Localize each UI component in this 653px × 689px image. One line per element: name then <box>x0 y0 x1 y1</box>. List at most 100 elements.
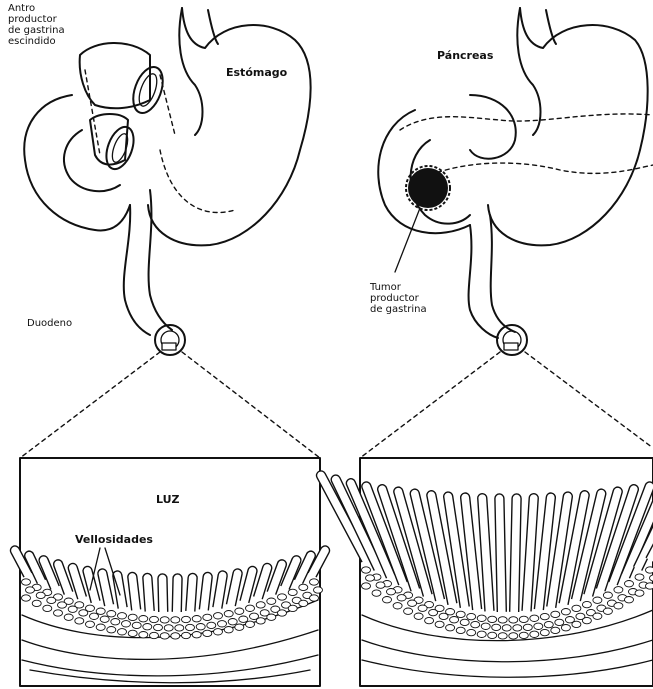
crypt-cell <box>150 632 159 638</box>
crypt-cell <box>635 574 644 580</box>
crypt-cell <box>218 621 227 627</box>
crypt-cell <box>192 632 201 638</box>
crypt-cell <box>228 619 237 625</box>
crypt-cell <box>540 629 549 635</box>
crypt-cell <box>582 617 591 623</box>
crypt-cell <box>393 603 402 609</box>
crypt-cell <box>214 629 223 635</box>
crypt-cell <box>481 623 490 629</box>
crypt-cell <box>498 633 507 639</box>
crypt-cell <box>372 590 381 596</box>
crypt-cell <box>314 587 323 593</box>
crypt-cell <box>267 598 276 604</box>
crypt-cell <box>530 631 539 637</box>
crypt-cell <box>435 621 444 627</box>
crypt-cell <box>593 613 602 619</box>
crypt-cell <box>36 592 45 598</box>
crypt-cell <box>186 624 195 630</box>
label-estomago: Estómago <box>226 67 287 78</box>
label-pancreas: Páncreas <box>437 50 493 61</box>
crypt-cell <box>207 622 216 628</box>
crypt-cell <box>68 606 77 612</box>
crypt-cell <box>646 583 653 589</box>
crypt-cell <box>299 584 308 590</box>
crypt-cell <box>154 624 163 630</box>
label-tumor-line3: de gastrina <box>370 304 427 315</box>
crypt-cell <box>502 625 511 631</box>
crypt-cell <box>530 615 539 621</box>
crypt-cell <box>79 610 88 616</box>
crypt-cell <box>387 589 396 595</box>
crypt-cell <box>456 627 465 633</box>
crypt-cell <box>90 613 99 619</box>
crypt-cell <box>488 616 497 622</box>
crypt-cell <box>471 621 480 627</box>
crypt-cell <box>509 617 518 623</box>
crypt-cell <box>650 575 653 581</box>
crypt-cell <box>519 616 528 622</box>
crypt-cell <box>246 605 255 611</box>
crypt-cell <box>96 624 105 630</box>
crypt-cell <box>26 587 35 593</box>
crypt-cell <box>446 625 455 631</box>
crypt-cell <box>561 625 570 631</box>
crypt-cell <box>132 622 141 628</box>
crypt-cell <box>224 611 233 617</box>
crypt-cell <box>460 619 469 625</box>
crypt-cell <box>376 582 385 588</box>
crypt-cell <box>408 600 417 606</box>
crypt-cell <box>593 597 602 603</box>
crypt-cell <box>288 605 297 611</box>
crypt-cell <box>288 589 297 595</box>
crypt-cell <box>519 632 528 638</box>
label-tumor-line2: productor <box>370 293 419 304</box>
crypt-cell <box>171 617 180 623</box>
label-antro-line4: escindido <box>8 36 56 47</box>
crypt-cell <box>278 610 287 616</box>
crypt-cell <box>139 632 148 638</box>
crypt-cell <box>224 627 233 633</box>
crypt-cell <box>22 595 31 601</box>
crypt-cell <box>467 629 476 635</box>
villus <box>213 570 228 608</box>
crypt-cell <box>450 617 459 623</box>
crypt-cell <box>551 611 560 617</box>
crypt-cell <box>107 611 116 617</box>
crypt-cell <box>175 625 184 631</box>
crypt-cell <box>582 601 591 607</box>
crypt-cell <box>278 594 287 600</box>
crypt-cell <box>534 623 543 629</box>
villus <box>127 572 140 610</box>
crypt-cell <box>96 608 105 614</box>
crypt-cell <box>310 579 319 585</box>
crypt-cell <box>551 627 560 633</box>
villus <box>199 572 212 610</box>
crypt-cell <box>192 616 201 622</box>
crypt-cell <box>182 632 191 638</box>
right-villi-panel <box>315 458 653 686</box>
villus <box>158 574 168 612</box>
crypt-cell <box>477 631 486 637</box>
crypt-cell <box>150 616 159 622</box>
crypt-cell <box>122 621 131 627</box>
crypt-cell <box>32 600 41 606</box>
crypt-cell <box>171 633 180 639</box>
label-antro-line2: productor <box>8 14 57 25</box>
crypt-cell <box>397 595 406 601</box>
crypt-cell <box>603 608 612 614</box>
crypt-cell <box>203 614 212 620</box>
villus <box>510 494 522 612</box>
label-luz: LUZ <box>156 494 180 505</box>
crypt-cell <box>22 579 31 585</box>
villus <box>143 573 155 611</box>
crypt-cell <box>383 597 392 603</box>
crypt-cell <box>366 575 375 581</box>
crypt-cell <box>625 581 634 587</box>
crypt-cell <box>75 618 84 624</box>
crypt-cell <box>196 624 205 630</box>
crypt-cell <box>513 625 522 631</box>
crypt-cell <box>164 625 173 631</box>
crypt-cell <box>54 610 63 616</box>
crypt-cell <box>235 608 244 614</box>
